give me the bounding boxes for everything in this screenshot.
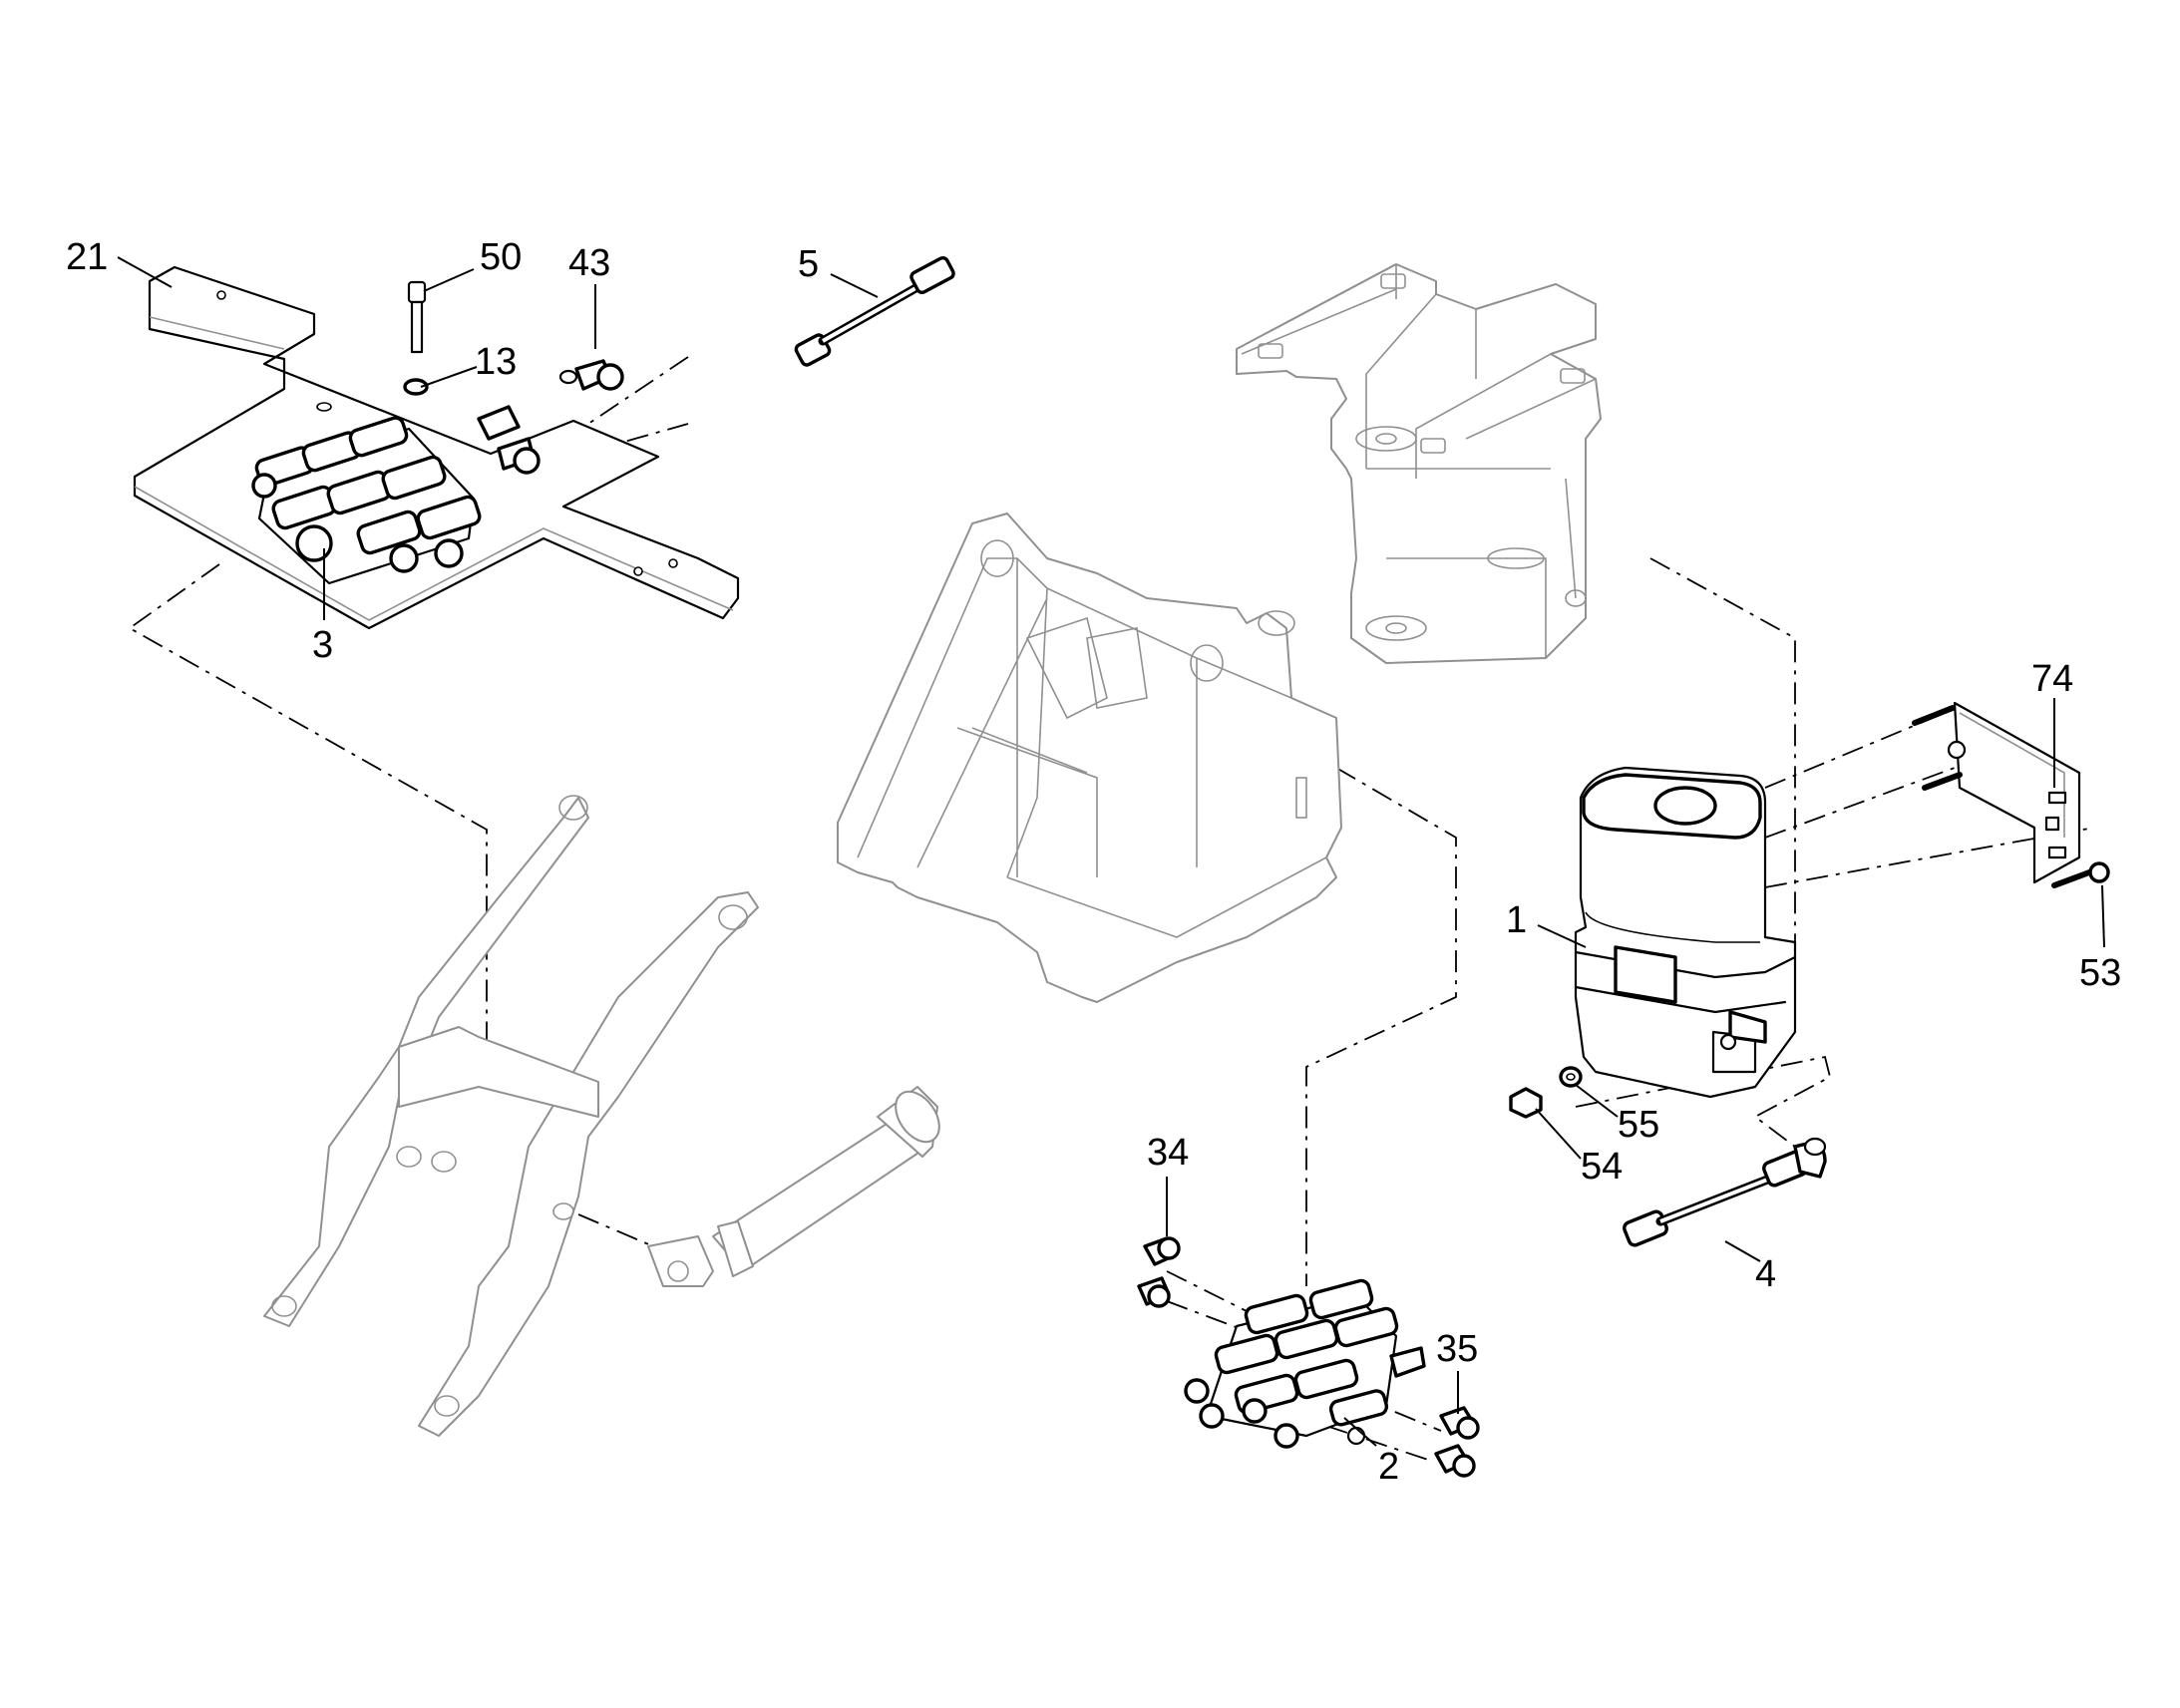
callout-54: 54 <box>1581 1146 1623 1188</box>
callout-1: 1 <box>1506 899 1527 941</box>
callout-53: 53 <box>2079 952 2121 994</box>
plate-fittings <box>477 405 541 475</box>
bracket-bolts <box>1912 705 2092 888</box>
mounting-plate-21 <box>133 265 740 630</box>
callout-3: 3 <box>312 624 333 666</box>
washer-55 <box>1559 1066 1583 1088</box>
hose-4 <box>1623 1137 1827 1247</box>
callout-55: 55 <box>1618 1104 1659 1146</box>
front-frame <box>837 512 1342 1003</box>
elbow-fitting-43 <box>558 359 624 391</box>
elbow-fitting-34 <box>1137 1236 1181 1308</box>
callout-labels: 21 50 13 43 5 3 74 1 53 55 54 34 4 35 2 <box>66 236 2121 1488</box>
callout-5: 5 <box>798 243 819 285</box>
nut-54 <box>1509 1087 1543 1119</box>
loader-arm <box>263 795 759 1437</box>
distributor-valve-2 <box>1184 1278 1426 1449</box>
callout-34: 34 <box>1147 1132 1189 1174</box>
callout-50: 50 <box>480 236 522 278</box>
callout-2: 2 <box>1378 1446 1399 1488</box>
upper-frame <box>1236 263 1602 664</box>
callout-21: 21 <box>66 236 108 278</box>
bracket-74 <box>1953 701 2081 884</box>
callout-43: 43 <box>568 242 610 284</box>
elbow-fitting-35 <box>1434 1406 1480 1478</box>
bolt-50 <box>407 280 427 354</box>
callout-74: 74 <box>2031 658 2073 700</box>
leader-lines <box>117 256 2105 1447</box>
lubrication-pump-1 <box>1574 766 1797 1099</box>
callout-13: 13 <box>475 341 517 383</box>
callout-4: 4 <box>1755 1253 1776 1295</box>
distributor-valve-3 <box>251 416 482 585</box>
screw-53 <box>2088 861 2110 883</box>
hydraulic-cylinder <box>647 1086 940 1287</box>
hose-5 <box>794 255 955 367</box>
callout-35: 35 <box>1436 1328 1478 1370</box>
washer-13 <box>403 378 429 396</box>
